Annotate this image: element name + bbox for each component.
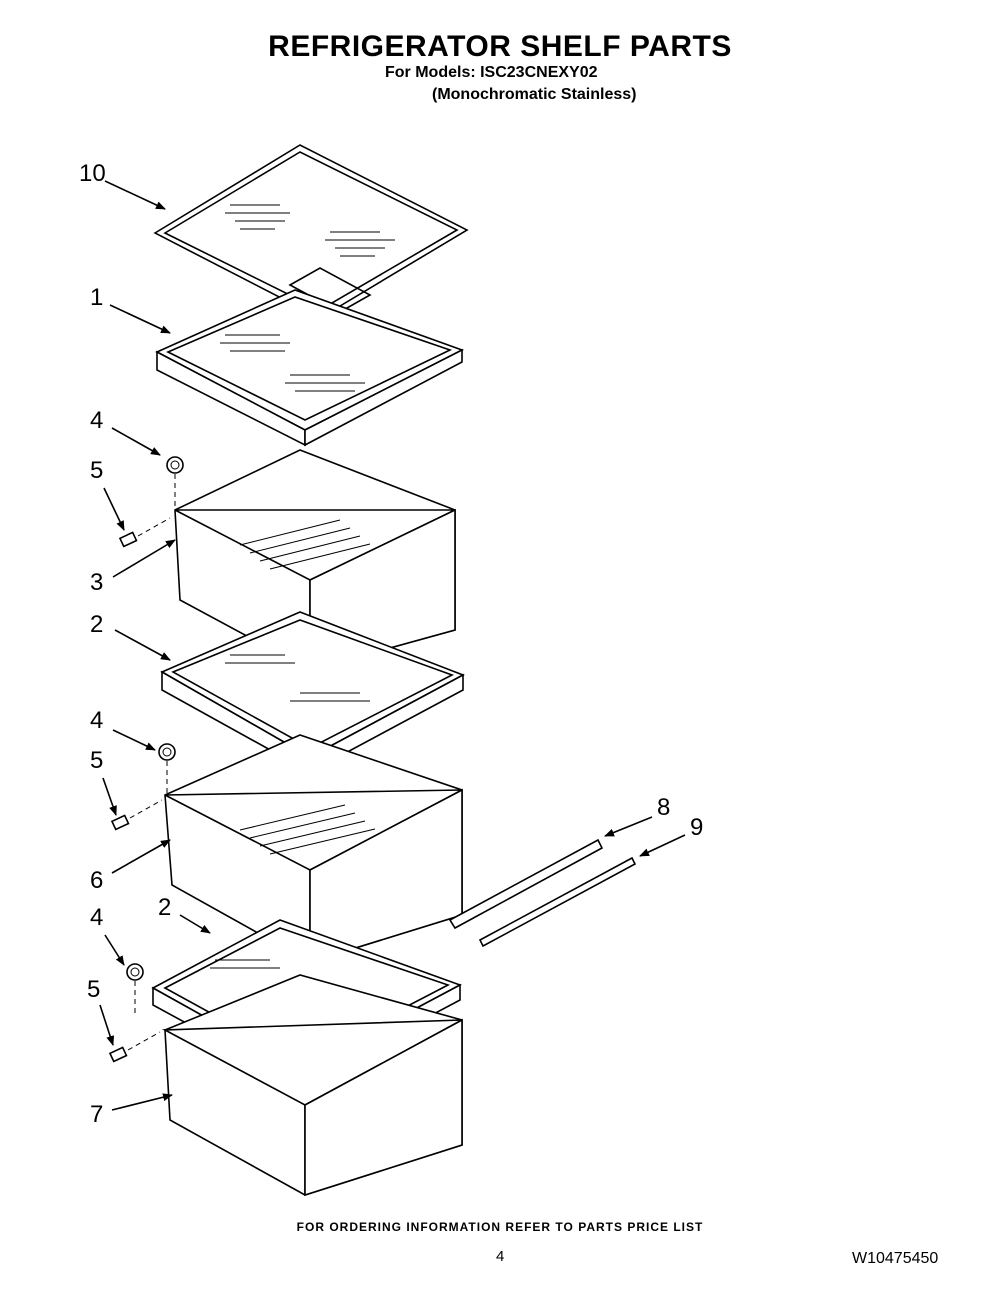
page-title: REFRIGERATOR SHELF PARTS bbox=[268, 30, 732, 63]
callout-4: 4 bbox=[90, 904, 103, 931]
callout-3: 3 bbox=[90, 569, 103, 596]
shelf-part-10 bbox=[153, 144, 469, 319]
callout-2: 2 bbox=[158, 894, 171, 921]
callout-5: 5 bbox=[87, 976, 100, 1003]
slide-rail-part-9 bbox=[478, 856, 637, 948]
ordering-note: FOR ORDERING INFORMATION REFER TO PARTS … bbox=[296, 1220, 704, 1234]
screw-part-5-b bbox=[110, 814, 130, 831]
callout-10: 10 bbox=[79, 160, 106, 187]
screw-part-5-c bbox=[108, 1046, 128, 1063]
leader-arrows bbox=[99, 180, 686, 1111]
drawer-part-6 bbox=[164, 734, 463, 964]
screw-part-5-a bbox=[118, 531, 138, 548]
roller-part-4-c bbox=[126, 963, 144, 981]
callout-6: 6 bbox=[90, 867, 103, 894]
callout-7: 7 bbox=[90, 1101, 103, 1128]
callout-4: 4 bbox=[90, 707, 103, 734]
document-number: W10475450 bbox=[852, 1250, 939, 1267]
callout-5: 5 bbox=[90, 747, 103, 774]
page-number: 4 bbox=[496, 1248, 505, 1265]
callout-5: 5 bbox=[90, 457, 103, 484]
shelf-part-1 bbox=[155, 289, 465, 447]
roller-part-4-b bbox=[158, 743, 176, 761]
callout-9: 9 bbox=[690, 814, 703, 841]
drawer-part-7 bbox=[162, 974, 463, 1197]
callout-1: 1 bbox=[90, 284, 103, 311]
models-line: For Models: ISC23CNEXY02 bbox=[385, 64, 598, 81]
roller-part-4-a bbox=[166, 456, 184, 474]
finish-line: (Monochromatic Stainless) bbox=[432, 86, 637, 103]
callout-2: 2 bbox=[90, 611, 103, 638]
slide-rail-part-8 bbox=[448, 838, 604, 930]
callout-8: 8 bbox=[657, 794, 670, 821]
callout-4: 4 bbox=[90, 407, 103, 434]
